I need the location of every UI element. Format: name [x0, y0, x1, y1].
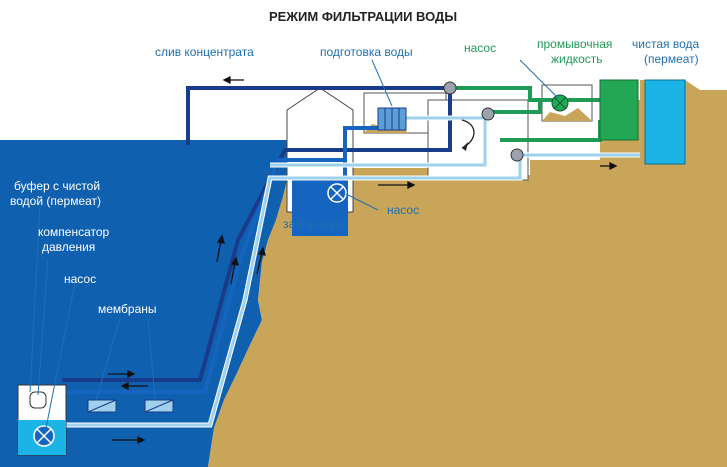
leader-lines — [29, 59, 559, 429]
label-clean-water-1: чистая вода — [632, 37, 699, 51]
label-pump-sub: насос — [64, 272, 96, 286]
intake-pipe — [62, 126, 380, 394]
flush-pump-icon — [551, 94, 569, 112]
label-membranes: мембраны — [98, 302, 157, 316]
label-buffer-2: водой (пермеат) — [10, 194, 101, 208]
label-compensator-2: давления — [42, 240, 95, 254]
sea — [0, 140, 300, 467]
label-concentrate-drain: слив концентрата — [155, 45, 254, 59]
label-pump-top: насос — [464, 41, 496, 55]
flush-tank — [599, 79, 639, 141]
diagram-title: РЕЖИМ ФИЛЬТРАЦИИ ВОДЫ — [269, 9, 457, 24]
concentrate-pipe — [62, 86, 452, 382]
label-water-prep: подготовка воды — [320, 45, 413, 59]
label-water-intake: забор воды — [283, 217, 347, 231]
clean-pipe-upper-inner — [270, 116, 487, 167]
label-flush-liquid-2: жидкость — [551, 52, 603, 66]
clean-tank — [644, 79, 686, 165]
label-flush-liquid-1: промывочная — [537, 37, 612, 51]
sub-pump-icon — [33, 425, 55, 447]
valve-icon — [443, 81, 457, 95]
land-bump — [542, 108, 592, 121]
valve-icon — [481, 107, 495, 121]
label-compensator-1: компенсатор — [38, 225, 110, 239]
label-buffer-1: буфер с чистой — [14, 179, 100, 193]
label-clean-water-2: (пермеат) — [644, 52, 699, 66]
flow-arrows — [108, 75, 618, 445]
label-pump-intake: насос — [387, 203, 419, 217]
intake-pump-icon — [327, 183, 347, 203]
valve-icon — [510, 148, 524, 162]
